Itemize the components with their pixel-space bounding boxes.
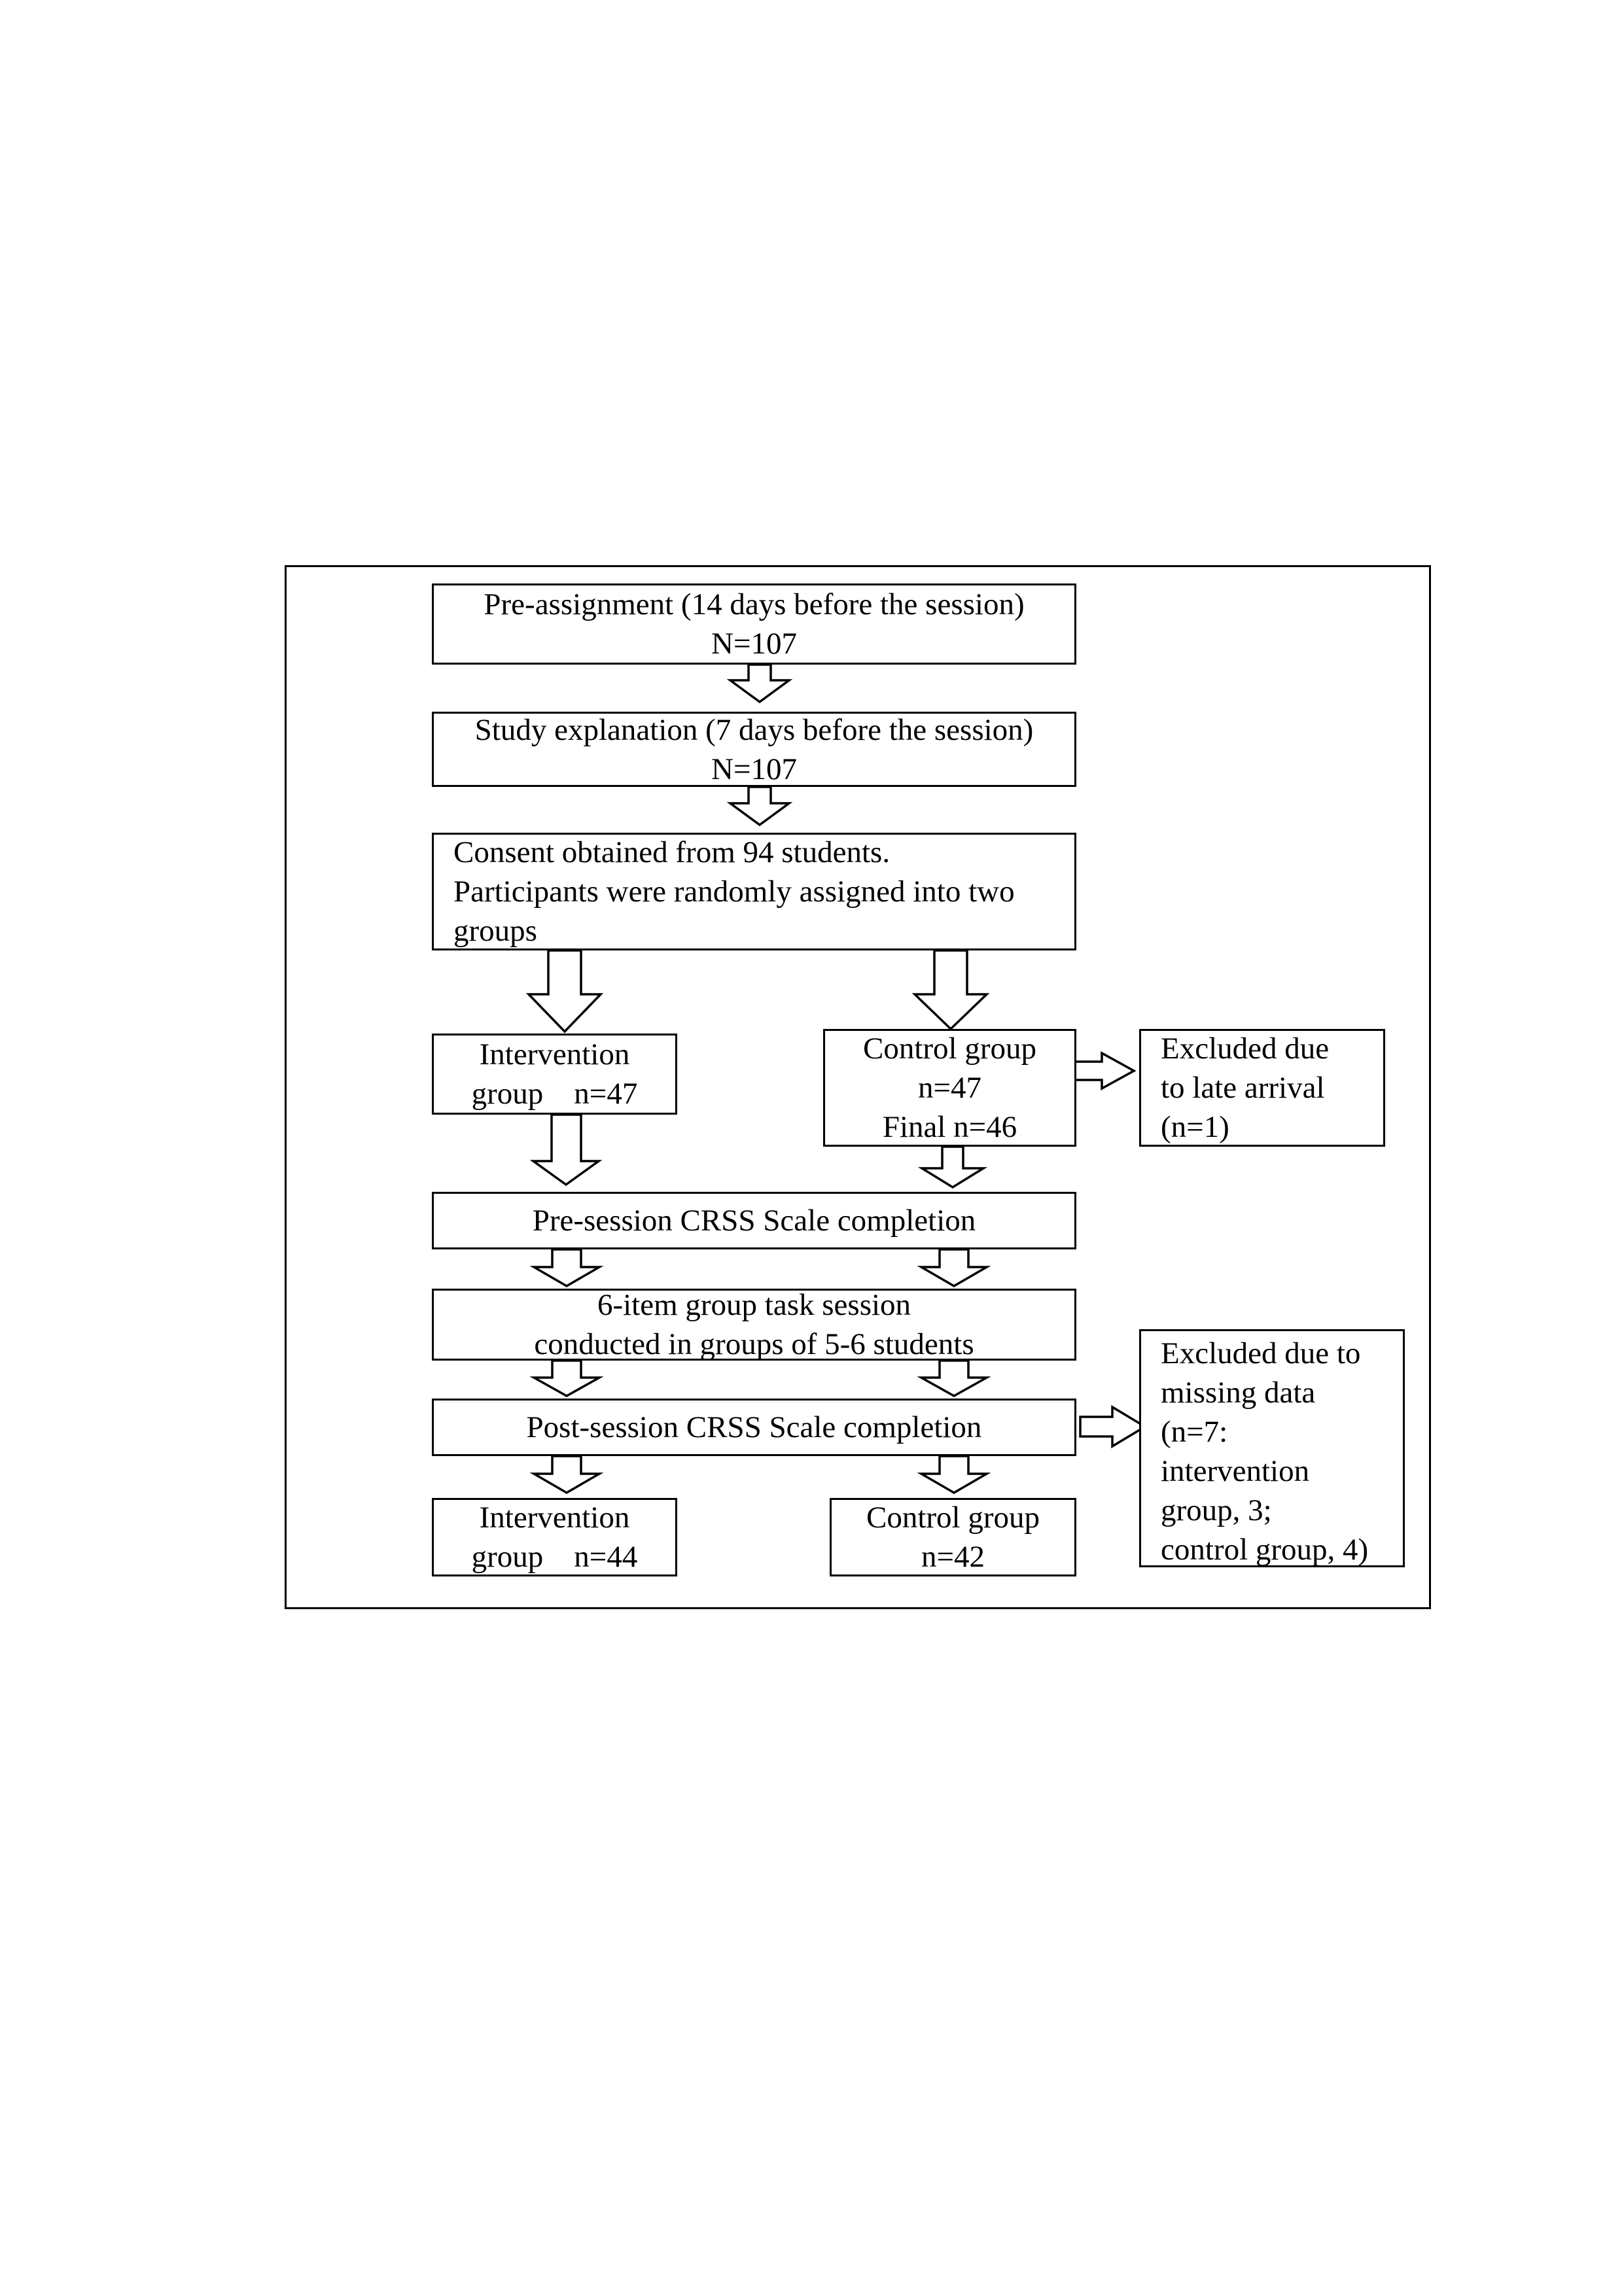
excluded-missing-line-1: Excluded due to bbox=[1161, 1336, 1361, 1370]
group-task-line-1: 6-item group task session bbox=[597, 1288, 911, 1322]
consent-box: Consent obtained from 94 students. Parti… bbox=[432, 833, 1076, 950]
excluded-missing-line-4: intervention bbox=[1161, 1454, 1310, 1488]
arrow-down-1 bbox=[726, 663, 793, 704]
excluded-late-line-3: (n=1) bbox=[1161, 1110, 1229, 1144]
study-explanation-count: N=107 bbox=[711, 752, 797, 786]
control-group-final: Final n=46 bbox=[882, 1110, 1017, 1144]
arrow-down-task-right bbox=[917, 1248, 991, 1288]
excluded-missing-line-5: group, 3; bbox=[1161, 1493, 1272, 1527]
intervention-final-count: group n=44 bbox=[471, 1540, 638, 1574]
consent-line-3: groups bbox=[453, 914, 537, 948]
group-task-box: 6-item group task session conducted in g… bbox=[432, 1288, 1076, 1361]
control-final-label: Control group bbox=[866, 1501, 1040, 1535]
intervention-group-box: Intervention group n=47 bbox=[432, 1034, 677, 1115]
pre-assignment-label: Pre-assignment (14 days before the sessi… bbox=[484, 587, 1025, 621]
control-final-count: n=42 bbox=[921, 1540, 985, 1574]
arrow-down-2 bbox=[726, 786, 793, 827]
excluded-late-box: Excluded due to late arrival (n=1) bbox=[1139, 1029, 1385, 1147]
excluded-late-line-1: Excluded due bbox=[1161, 1032, 1330, 1066]
arrow-down-post-right bbox=[917, 1359, 991, 1398]
consent-line-1: Consent obtained from 94 students. bbox=[453, 835, 891, 869]
excluded-missing-line-6: control group, 4) bbox=[1161, 1533, 1369, 1567]
arrow-right-missing bbox=[1079, 1404, 1148, 1449]
control-group-label: Control group bbox=[862, 1032, 1037, 1066]
excluded-late-line-2: to late arrival bbox=[1161, 1071, 1325, 1105]
excluded-missing-line-2: missing data bbox=[1161, 1376, 1316, 1410]
arrow-down-intervention bbox=[525, 949, 604, 1034]
diagram-frame bbox=[285, 565, 1431, 1609]
pre-session-box: Pre-session CRSS Scale completion bbox=[432, 1192, 1076, 1249]
arrow-down-control bbox=[911, 949, 990, 1031]
study-explanation-box: Study explanation (7 days before the ses… bbox=[432, 712, 1076, 787]
intervention-group-label: Intervention bbox=[479, 1037, 630, 1071]
arrow-down-post-left bbox=[529, 1359, 604, 1398]
pre-assignment-box: Pre-assignment (14 days before the sessi… bbox=[432, 583, 1076, 665]
intervention-final-label: Intervention bbox=[479, 1501, 630, 1535]
arrow-right-late bbox=[1072, 1051, 1137, 1090]
arrow-down-final-right bbox=[917, 1455, 991, 1495]
control-final-box: Control group n=42 bbox=[830, 1498, 1076, 1576]
study-explanation-label: Study explanation (7 days before the ses… bbox=[474, 712, 1034, 747]
arrow-down-int-pre bbox=[529, 1113, 603, 1187]
control-group-box: Control group n=47 Final n=46 bbox=[823, 1029, 1076, 1147]
pre-session-label: Pre-session CRSS Scale completion bbox=[532, 1204, 976, 1238]
excluded-missing-line-3: (n=7: bbox=[1161, 1415, 1228, 1449]
post-session-label: Post-session CRSS Scale completion bbox=[526, 1410, 982, 1444]
arrow-down-ctl-pre bbox=[917, 1145, 988, 1189]
arrow-down-final-left bbox=[529, 1455, 604, 1495]
intervention-final-box: Intervention group n=44 bbox=[432, 1498, 677, 1576]
intervention-group-count: group n=47 bbox=[471, 1077, 638, 1111]
arrow-down-task-left bbox=[529, 1248, 604, 1288]
pre-assignment-count: N=107 bbox=[711, 627, 797, 661]
control-group-count: n=47 bbox=[917, 1071, 981, 1105]
consent-line-2: Participants were randomly assigned into… bbox=[453, 875, 1015, 909]
group-task-line-2: conducted in groups of 5-6 students bbox=[534, 1327, 974, 1361]
post-session-box: Post-session CRSS Scale completion bbox=[432, 1399, 1076, 1456]
excluded-missing-box: Excluded due to missing data (n=7: inter… bbox=[1139, 1329, 1405, 1567]
